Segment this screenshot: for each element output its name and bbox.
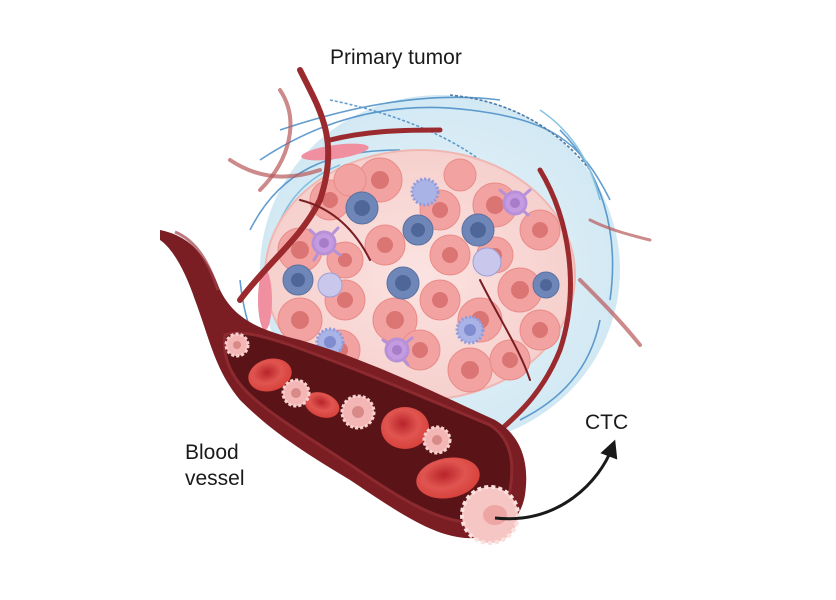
blood-vessel — [160, 230, 527, 539]
ctc-cell — [460, 485, 520, 545]
spiky-immune-cells — [315, 177, 485, 357]
blood-vessel-label-line2: vessel — [185, 467, 245, 490]
dendritic-cells — [308, 188, 532, 367]
vessel-tumor-cells — [224, 332, 452, 455]
capillaries — [228, 67, 652, 443]
tumor-cells — [277, 157, 561, 393]
primary-tumor-label: Primary tumor — [330, 46, 462, 69]
ctc-arrow — [494, 439, 618, 521]
red-blood-cells — [248, 358, 480, 499]
blood-vessel-label: Blood vessel — [185, 440, 245, 492]
ctc-label: CTC — [585, 411, 629, 434]
lymphocytes — [282, 191, 560, 300]
blood-vessel-label-line1: Blood — [185, 441, 239, 464]
